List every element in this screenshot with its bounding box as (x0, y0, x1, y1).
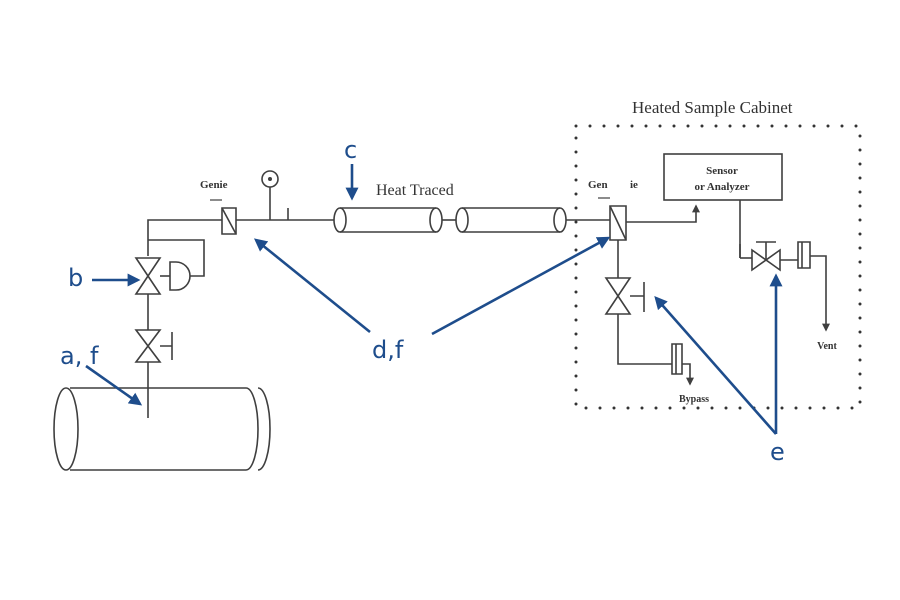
annotation-d-f: d,f (372, 336, 404, 364)
annotation-arrows (85, 164, 783, 435)
bypass-label: Bypass (679, 394, 709, 405)
annotation-a-f: a, f (60, 342, 99, 370)
arrow-d-f-left (253, 238, 371, 334)
genie-filter-right (598, 197, 700, 241)
genie-right-label-suffix: ie (630, 179, 638, 191)
vent-branch (739, 241, 830, 332)
sensor-label-line1: Sensor (706, 165, 738, 177)
arrow-e-left (654, 296, 777, 435)
annotation-b: b (68, 264, 83, 292)
vent-label: Vent (817, 341, 837, 352)
pressure-gauge (261, 170, 289, 220)
annotation-e: e (770, 438, 785, 466)
arrow-d-f-right (431, 236, 611, 336)
sensor-label-line2: or Analyzer (694, 181, 749, 193)
sample-probe-line (147, 219, 222, 418)
annotation-c: c (344, 136, 357, 164)
genie-filter-left (210, 199, 334, 235)
arrow-a-f (85, 364, 143, 406)
genie-left-label: Genie (200, 179, 228, 191)
isolation-valve-lower (134, 294, 173, 363)
regulating-valve-b (134, 239, 205, 295)
genie-right-label: Gen (588, 179, 608, 191)
cabinet-title: Heated Sample Cabinet (632, 98, 793, 117)
process-pipe (53, 387, 271, 471)
bypass-branch (604, 240, 694, 386)
heat-traced-label: Heat Traced (376, 182, 454, 199)
heat-traced-line (333, 207, 610, 233)
